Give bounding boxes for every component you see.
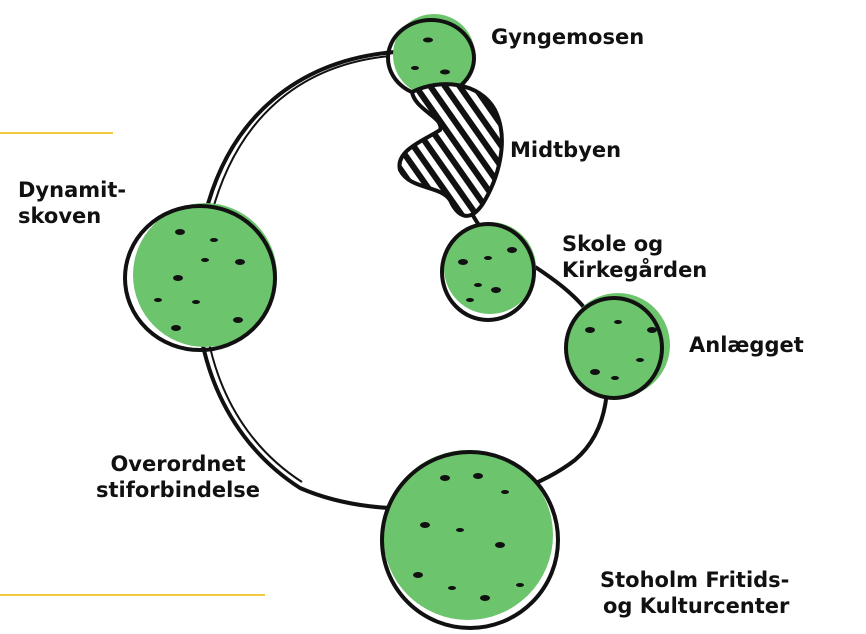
area-skole-og-kirkegaarden [442,222,536,320]
label-dynamitskoven: Dynamit- skoven [18,177,126,229]
label-gyngemosen-text: Gyngemosen [491,24,644,50]
label-stoholm-fritids-og-kulturcenter: Stoholm Fritids- og Kulturcenter [600,567,789,619]
label-overordnet-line1: Overordnet [96,451,260,477]
area-anlaegget [566,293,670,398]
label-anlaegget-text: Anlægget [689,332,804,358]
label-skole-line1: Skole og [562,231,707,257]
label-stoholm-line1: Stoholm Fritids- [600,567,789,593]
label-midtbyen-text: Midtbyen [510,137,621,163]
label-anlaegget: Anlægget [689,332,804,358]
label-midtbyen: Midtbyen [510,137,621,163]
area-midtbyen [399,84,501,216]
label-dynamitskoven-line2: skoven [18,203,126,229]
label-skole-og-kirkegaarden: Skole og Kirkegården [562,231,707,283]
area-dynamitskoven [125,203,277,350]
label-skole-line2: Kirkegården [562,257,707,283]
label-overordnet-line2: stiforbindelse [96,477,260,503]
label-dynamitskoven-line1: Dynamit- [18,177,126,203]
label-gyngemosen: Gyngemosen [491,24,644,50]
label-stoholm-line2: og Kulturcenter [600,593,789,619]
area-stoholm-fritids-og-kulturcenter [382,450,558,628]
label-overordnet-stiforbindelse: Overordnet stiforbindelse [96,451,260,503]
